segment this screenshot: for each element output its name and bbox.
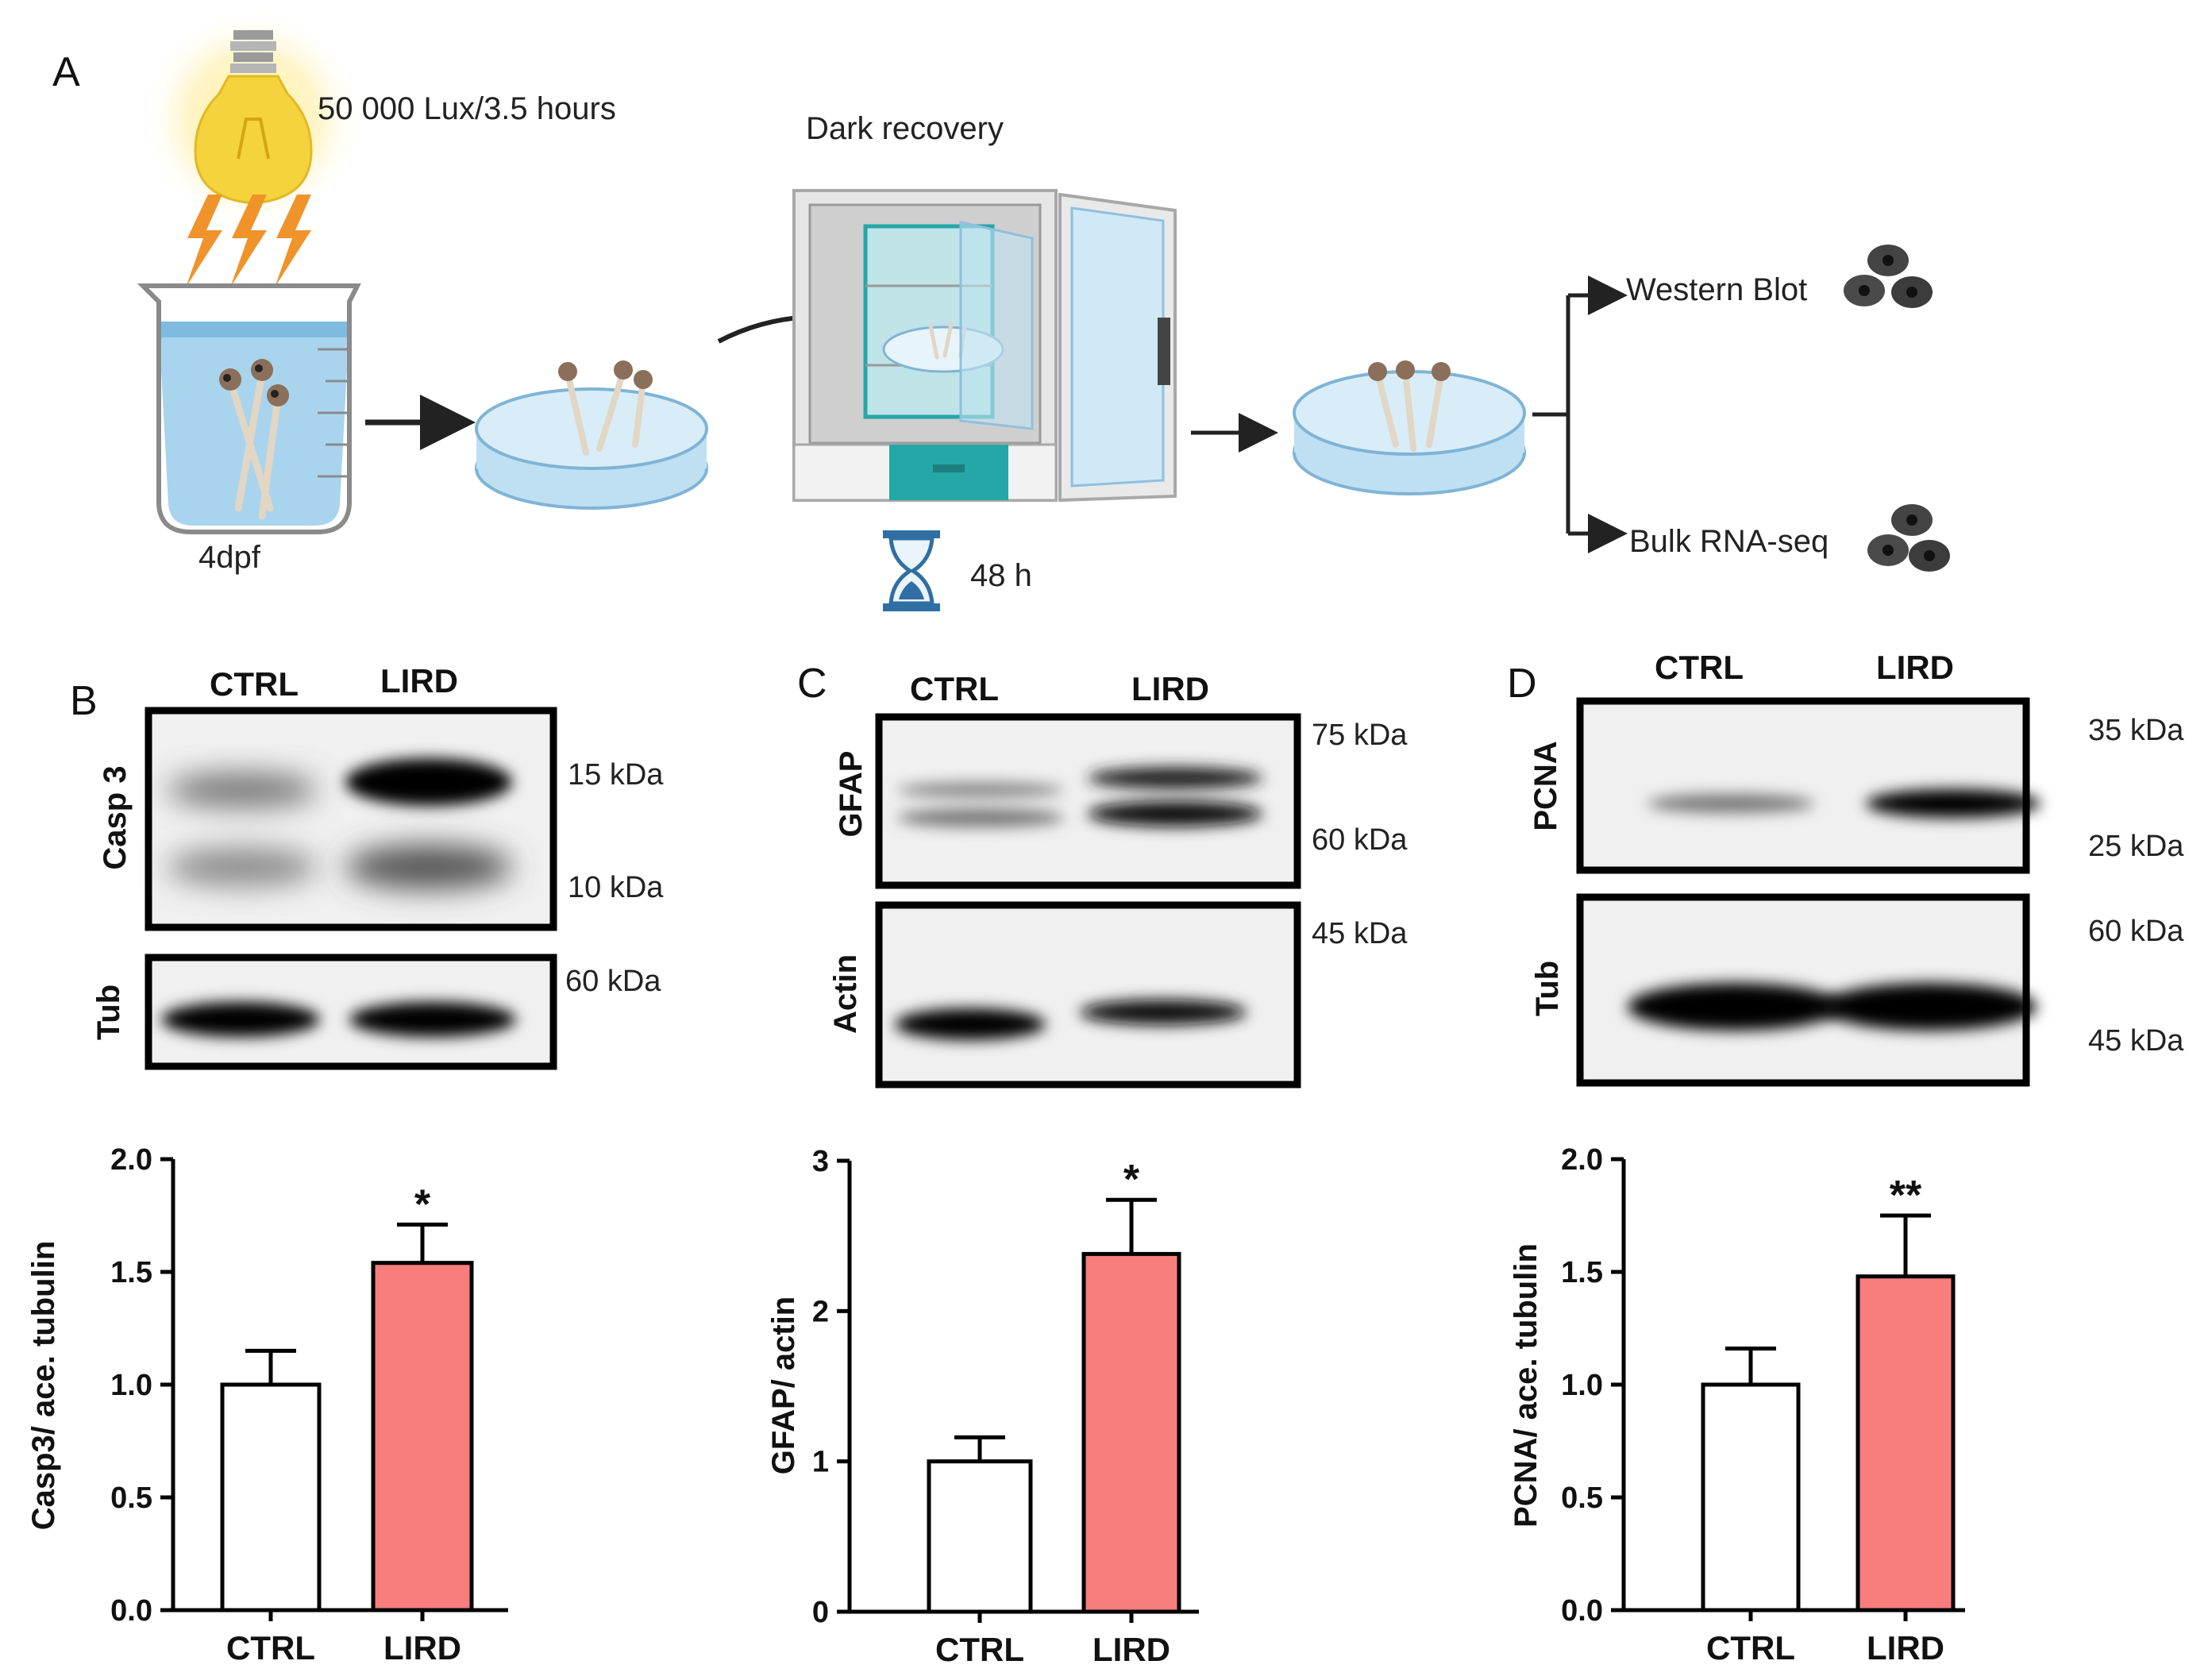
blot-label-gfap: GFAP <box>834 751 869 838</box>
bar-lird <box>371 1261 474 1613</box>
incubator-icon <box>792 189 1177 503</box>
bar-ctrl <box>1701 1382 1801 1613</box>
y-tick-label: 0 <box>812 1596 829 1629</box>
kda-label: 25 kDa <box>2088 830 2184 863</box>
panel-c-label: C <box>797 661 827 707</box>
x-tick-label: CTRL <box>935 1631 1024 1668</box>
bar-lird <box>1856 1274 1956 1613</box>
y-tick-label: 2.0 <box>1561 1143 1603 1177</box>
blot-actin <box>875 901 1301 1089</box>
panel-b-label: B <box>70 678 98 724</box>
kda-label: 75 kDa <box>1312 719 1408 752</box>
lane-label-lird: LIRD <box>1876 649 1954 686</box>
larva-age-label: 4dpf <box>198 540 261 575</box>
blot-bands <box>161 1002 516 1037</box>
x-tick-label: CTRL <box>226 1629 315 1667</box>
kda-label: 45 kDa <box>1312 917 1408 950</box>
blot-label-casp3: Casp 3 <box>98 765 133 869</box>
hourglass-icon <box>883 530 940 611</box>
significance-marker: * <box>414 1181 431 1227</box>
panel-d-blots: D CTRL LIRD PCNA 35 kDa 25 kDa Tub 60 kD… <box>1507 649 2184 1087</box>
panel-a: A 50 000 Lux/3.5 hours <box>52 8 1950 611</box>
blot-gfap <box>875 713 1301 889</box>
blot-bands <box>897 767 1262 827</box>
significance-marker: ** <box>1890 1173 1922 1219</box>
y-axis-label: PCNA/ ace. tubulin <box>1509 1243 1543 1528</box>
light-bulb-icon <box>141 8 364 230</box>
bar-ctrl <box>927 1459 1033 1614</box>
blot-bands <box>895 1000 1247 1040</box>
kda-label: 10 kDa <box>568 871 664 904</box>
y-tick-label: 1.5 <box>110 1256 152 1289</box>
blot-bands <box>1628 983 2037 1031</box>
x-tick-label: LIRD <box>1867 1629 1944 1667</box>
kda-label: 15 kDa <box>568 758 664 792</box>
cells-icon <box>1844 245 1933 308</box>
branch-arrows <box>1532 276 1628 553</box>
x-tick-label: LIRD <box>383 1629 461 1667</box>
y-tick-label: 1 <box>812 1446 829 1479</box>
bar-lird <box>1081 1251 1181 1614</box>
blot-label-tub: Tub <box>1530 961 1565 1016</box>
y-tick-label: 1.0 <box>1561 1369 1603 1402</box>
lane-label-ctrl: CTRL <box>910 670 999 707</box>
blot-bands <box>1647 789 2041 818</box>
western-blot-label: Western Blot <box>1626 272 1807 307</box>
panel-a-label: A <box>52 49 80 95</box>
significance-marker: * <box>1123 1157 1140 1203</box>
cells-icon <box>1867 504 1950 572</box>
panel-b-blots: B CTRL LIRD Casp 3 15 kDa 10 kDa Tub 60 … <box>70 662 664 1070</box>
blot-pcna <box>1576 697 2030 874</box>
blot-label-actin: Actin <box>828 954 863 1034</box>
beaker-icon <box>137 283 361 534</box>
light-intensity-label: 50 000 Lux/3.5 hours <box>318 91 616 126</box>
y-tick-label: 0.5 <box>110 1482 152 1515</box>
y-tick-label: 0.5 <box>1561 1482 1603 1515</box>
petri-dish-icon <box>1293 360 1526 495</box>
lane-label-ctrl: CTRL <box>210 665 299 703</box>
y-tick-label: 0.0 <box>1561 1594 1603 1628</box>
bar-ctrl <box>220 1382 322 1613</box>
panel-d-label: D <box>1507 661 1537 707</box>
lane-label-ctrl: CTRL <box>1655 649 1744 686</box>
y-tick-label: 1.5 <box>1561 1256 1603 1289</box>
x-tick-label: CTRL <box>1706 1629 1795 1667</box>
y-tick-label: 2 <box>812 1295 829 1328</box>
kda-label: 35 kDa <box>2088 714 2184 747</box>
lane-label-lird: LIRD <box>380 662 458 699</box>
petri-dish-icon <box>475 360 708 510</box>
panel-c-blots: C CTRL LIRD GFAP 75 kDa 60 kDa Actin 45 … <box>797 661 1408 1089</box>
lightning-icon <box>186 195 311 287</box>
blot-bands <box>167 758 512 889</box>
kda-label: 45 kDa <box>2088 1024 2184 1058</box>
y-tick-label: 0.0 <box>110 1594 152 1628</box>
blot-label-pcna: PCNA <box>1528 741 1563 830</box>
y-axis-label: Casp3/ ace. tubulin <box>26 1241 61 1531</box>
x-tick-label: LIRD <box>1093 1631 1170 1668</box>
y-tick-label: 2.0 <box>110 1143 152 1177</box>
y-tick-label: 1.0 <box>110 1369 152 1402</box>
kda-label: 60 kDa <box>2088 915 2184 948</box>
kda-label: 60 kDa <box>565 965 661 998</box>
rna-seq-label: Bulk RNA-seq <box>1629 524 1829 559</box>
blot-casp3 <box>145 707 557 931</box>
blot-label-tub: Tub <box>91 984 126 1040</box>
y-axis-label: GFAP/ actin <box>766 1297 801 1475</box>
recovery-time-label: 48 h <box>970 558 1032 593</box>
y-tick-label: 3 <box>812 1145 829 1178</box>
dark-recovery-label: Dark recovery <box>806 111 1004 146</box>
kda-label: 60 kDa <box>1312 823 1408 857</box>
lane-label-lird: LIRD <box>1131 670 1209 707</box>
